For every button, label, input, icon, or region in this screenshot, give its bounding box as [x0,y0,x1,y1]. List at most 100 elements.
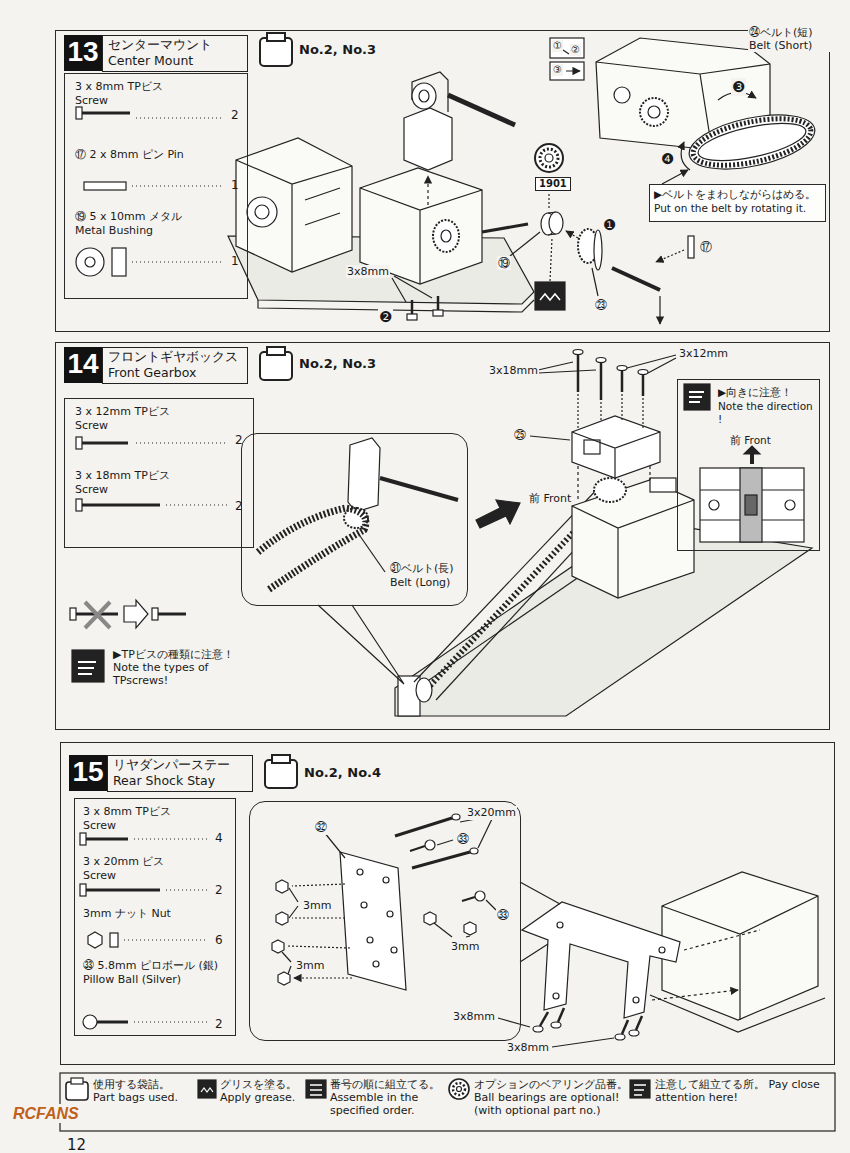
legend-icons [71,1078,83,1084]
center-mount-illustration [236,138,352,272]
parts-icons [166,504,228,505]
rear-shock-stay-illustration [533,1026,543,1032]
rear-shock-stay-illustration [462,897,475,901]
dimension-label: 3mm [450,940,480,954]
center-mount-illustration [592,268,598,296]
front-gearbox-illustration [600,362,603,400]
legend-text: 使用する袋詰。 Part bags used. [93,1078,193,1104]
dimension-label: 3mm [295,959,325,973]
callout-number: ⑲ [497,256,511,270]
center-mount-illustration [441,230,451,242]
center-mount-illustration [448,95,515,125]
belt-inset-illustration [681,142,690,170]
center-mount-illustration [407,314,417,320]
dimension-label: 3x8mm [452,1010,496,1023]
front-gearbox-illustration [572,480,694,598]
front-gearbox-illustration [627,355,676,373]
center-mount-illustration [482,224,528,232]
rear-shock-stay-illustration [629,1030,639,1036]
step-order-number: ❶ [602,216,617,234]
part-name: 3 x 8mm TPビス Screw [83,805,195,833]
rear-shock-stay-illustration [272,814,825,1047]
dimension-label: 3x8mm [506,1041,550,1054]
rear-shock-stay-illustration [464,922,476,935]
rear-shock-stay-illustration [558,1008,564,1022]
rear-shock-stay-illustration [373,961,379,967]
front-gearbox-illustration [700,490,804,520]
rear-shock-stay-illustration [452,814,460,820]
callout-number: ㉝ [496,908,510,923]
part-name: 3 x 18mm TPビス Screw [75,469,193,497]
parts-icons [136,117,224,118]
center-mount-illustration [549,212,563,234]
legend-icons [453,1083,465,1095]
legend-text: グリスを塗る。 Apply grease. [220,1078,302,1104]
front-gearbox-illustration [700,468,804,542]
order-number: ① [552,40,563,52]
callout-number: ㉝ [456,832,470,847]
front-gearbox-illustration [158,613,186,616]
part-name: 3mm ナット Nut [83,907,195,921]
legend-text: オプションのベアリング品番。 Ball bearings are optiona… [474,1078,632,1118]
part-bag-icon [260,38,292,66]
parts-icons [86,889,160,892]
callout-number: ㉜ [314,820,328,835]
center-mount-illustration [540,294,560,300]
part-name: 3 x 8mm TPビス Screw [75,80,193,108]
front-gearbox-illustration [596,358,606,363]
front-gearbox-illustration [709,500,719,510]
legend-icons [198,1080,216,1098]
parts-icons [84,182,126,190]
callout-number: ㉕ [513,428,527,442]
center-mount-illustration [433,310,443,316]
center-mount-illustration [404,108,452,170]
dimension-label: 3x18mm [488,364,539,377]
front-gearbox-illustration [78,662,96,674]
rear-shock-stay-illustration [557,922,563,928]
front-gearbox-illustration [530,436,570,440]
parts-icons [76,499,82,511]
rear-shock-stay-illustration [361,902,367,908]
rear-shock-stay-illustration [276,912,288,925]
rear-shock-stay-illustration [662,896,818,1020]
part-quantity: 1 [231,178,239,193]
caution-text: ▶向きに注意！ Note the direction ! [718,386,816,427]
direction-note-box: ▶向きに注意！ Note the direction !前 Front [677,379,820,551]
part-bag-icon [267,33,285,41]
part-quantity: 4 [215,831,223,846]
part-name: ㉝ 5.8mm ピロボール (銀) Pillow Ball (Silver) [83,959,231,987]
legend-icons [66,1082,88,1100]
step-number: 15 [69,755,107,791]
center-mount-illustration [540,149,558,167]
front-gearbox-illustration [258,508,366,590]
parts-icons [88,932,102,948]
front-gearbox-illustration [740,468,762,542]
rear-shock-stay-illustration [652,930,760,1000]
center-mount-illustration [550,238,552,281]
step-title: センターマウント Center Mount [102,35,248,72]
front-gearbox-illustration [538,362,596,373]
rear-shock-stay-illustration [340,852,406,990]
legend-icons [201,1088,213,1092]
rear-shock-stay-illustration [367,937,373,943]
center-mount-illustration [392,276,432,302]
callout-number: ⑰ [699,240,713,254]
caution-note: ▶TPビスの種類に注意！ Note the types of TPscrews! [112,648,248,688]
center-mount-illustration [659,296,660,324]
parts-list: 3 x 8mm TPビス Screw43 x 20mm ビス Screw23mm… [74,798,236,1036]
step-panel: 13センターマウント Center Mount3 x 8mm TPビス Scre… [55,30,830,332]
front-gearbox-illustration [152,608,158,620]
part-quantity: 2 [215,883,223,898]
center-mount-illustration [612,268,660,290]
front-gearbox-illustration [70,608,76,620]
front-gearbox-illustration [689,392,704,402]
rear-shock-stay-illustration [276,880,288,893]
rear-shock-stay-illustration [288,884,352,978]
parts-icons [97,1021,128,1024]
front-gearbox-illustration [578,466,650,500]
dimension-label: 3x8mm [346,265,390,278]
part-quantity: 2 [231,108,239,123]
front-gearbox-illustration [621,370,624,392]
legend-icons [457,1087,462,1092]
